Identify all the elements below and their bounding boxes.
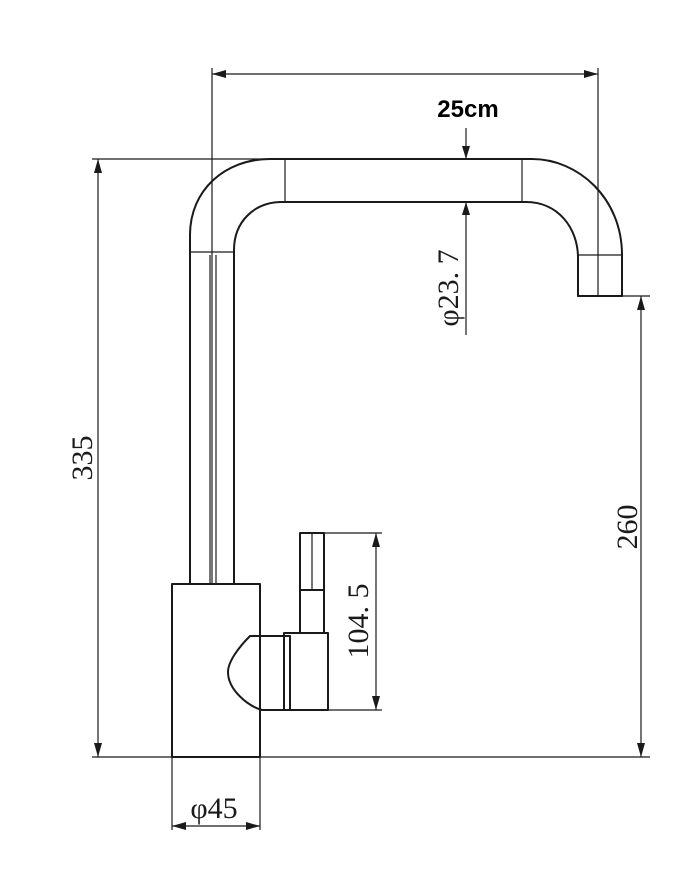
faucet-handle xyxy=(227,532,329,711)
pipe-diameter-dimension: φ23. 7 xyxy=(432,128,470,335)
spout-height-arrow-bottom xyxy=(637,743,645,757)
handle-height-arrow-bottom xyxy=(372,696,380,710)
total-height-dimension: 335 xyxy=(66,158,270,758)
faucet-outline xyxy=(171,158,623,758)
pipe-dia-arrow-top xyxy=(462,146,470,159)
handle-hub xyxy=(227,635,291,711)
base-dia-arrow-right xyxy=(246,822,260,830)
total-height-arrow-bottom xyxy=(94,743,102,757)
faucet-base xyxy=(171,583,261,758)
base-diameter-label: φ45 xyxy=(190,792,237,825)
handle-height-arrow-top xyxy=(372,533,380,547)
base-dia-arrow-left xyxy=(172,822,186,830)
spout-height-label: 260 xyxy=(611,505,644,550)
spout-height-dimension: 260 xyxy=(260,295,650,758)
total-height-label: 335 xyxy=(66,436,99,481)
handle-lever-stem xyxy=(299,589,325,634)
width-dimension: 25cm xyxy=(211,68,599,584)
pipe-dia-arrow-bottom xyxy=(462,202,470,215)
base-diameter-dimension: φ45 xyxy=(171,757,261,830)
handle-height-dimension: 104. 5 xyxy=(324,532,382,711)
total-height-arrow-top xyxy=(94,159,102,173)
width-arrow-right xyxy=(584,70,598,78)
width-label: 25cm xyxy=(437,96,498,123)
faucet-riser-outer xyxy=(189,158,623,585)
width-arrow-left xyxy=(212,70,226,78)
pipe-diameter-label: φ23. 7 xyxy=(432,249,465,326)
faucet-riser-inner xyxy=(233,201,579,585)
spout-height-arrow-top xyxy=(637,296,645,310)
handle-height-label: 104. 5 xyxy=(342,584,375,659)
